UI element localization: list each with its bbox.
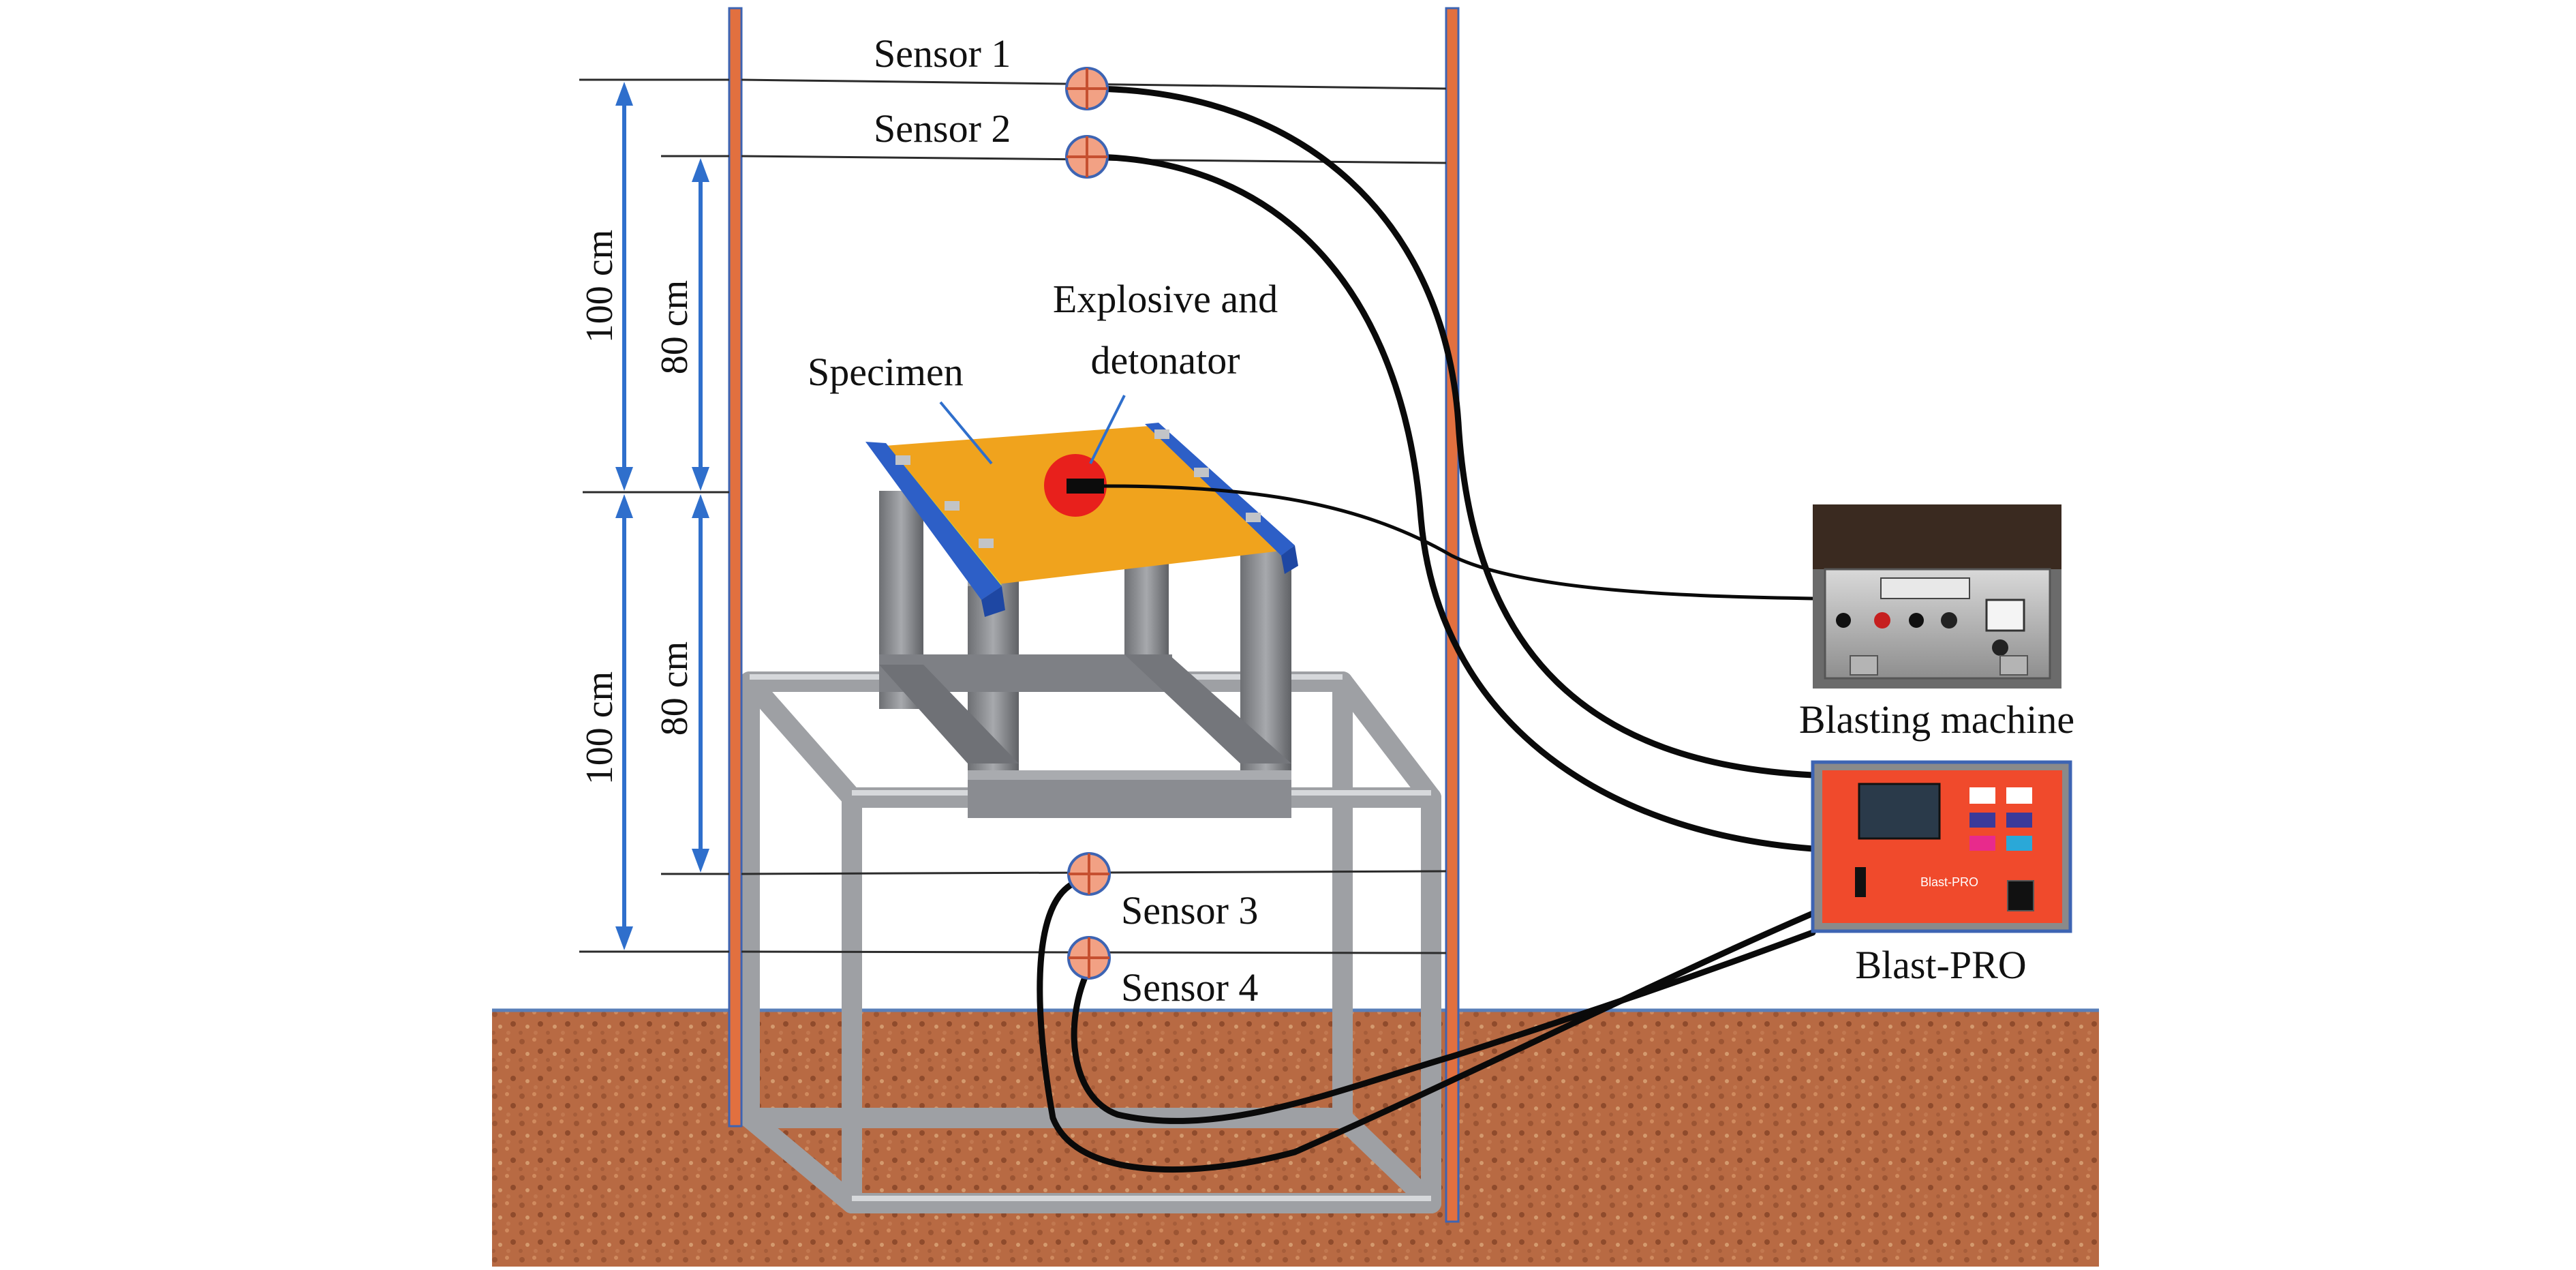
sensors (1065, 67, 1111, 980)
label-explosive-line2: detonator (1090, 338, 1240, 382)
label-sensor-4: Sensor 4 (1121, 965, 1258, 1010)
detonator (1067, 479, 1104, 494)
dimension-lower-inner: 80 cm (654, 641, 696, 736)
label-sensor-2: Sensor 2 (874, 106, 1011, 151)
label-explosive-line1: Explosive and (1053, 277, 1278, 321)
explosive-leader (1089, 395, 1126, 464)
dimension-lower-outer: 100 cm (579, 671, 621, 785)
detonator-wire (1103, 484, 1813, 601)
sensor-4 (1067, 936, 1111, 980)
label-sensor-1: Sensor 1 (874, 31, 1011, 76)
label-blasting-machine: Blasting machine (1799, 697, 2074, 742)
dimension-upper-inner: 80 cm (654, 280, 696, 374)
sensor-1 (1065, 67, 1109, 110)
blast-pro-device: Blast-PRO (1811, 760, 2072, 933)
dimension-arrows (615, 82, 709, 950)
dimension-upper-outer: 100 cm (579, 230, 621, 343)
right-pole (1445, 7, 1460, 1223)
sensor-2 (1065, 135, 1109, 179)
device-brand-text: Blast-PRO (1920, 875, 1978, 889)
sensor-3 (1067, 852, 1111, 896)
sensor-cables (1037, 85, 1816, 1173)
left-pole (728, 7, 743, 1128)
label-specimen: Specimen (808, 350, 964, 394)
specimen-leader (939, 401, 993, 465)
label-blast-pro: Blast-PRO (1855, 943, 2026, 987)
label-sensor-3: Sensor 3 (1121, 888, 1258, 933)
specimen-plate (865, 417, 1298, 617)
blasting-machine (1813, 504, 2061, 689)
